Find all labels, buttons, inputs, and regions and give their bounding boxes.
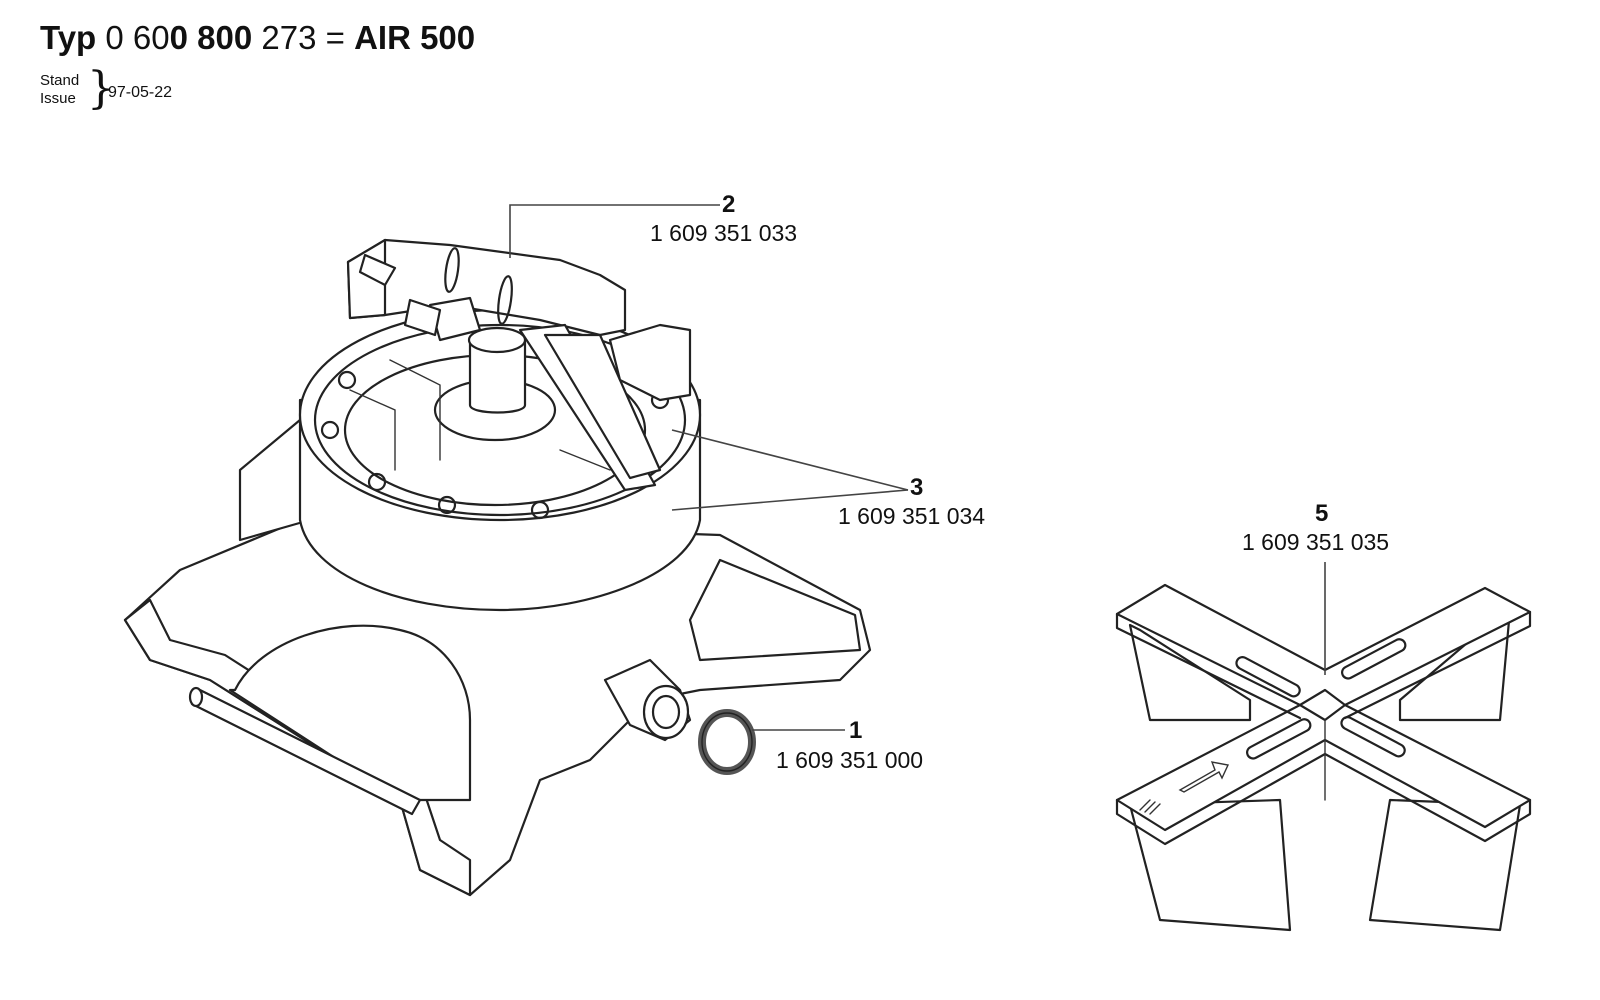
type-number-c: 273 = bbox=[261, 19, 345, 56]
seal-ring-illustration bbox=[698, 709, 756, 775]
issue-label: Issue bbox=[40, 89, 76, 107]
leader-lines bbox=[509, 204, 1326, 731]
typ-label: Typ bbox=[40, 19, 97, 56]
callout-part-1: 1 1 609 351 000 bbox=[776, 717, 923, 773]
callout-number: 2 bbox=[722, 191, 735, 218]
callout-part-5: 5 1 609 351 035 bbox=[1242, 500, 1389, 555]
cross-base-illustration bbox=[1115, 583, 1532, 932]
callout-part-2: 2 1 609 351 033 bbox=[650, 191, 797, 246]
part-number: 1 609 351 034 bbox=[838, 503, 985, 529]
callout-number: 3 bbox=[910, 474, 923, 501]
part-number: 1 609 351 033 bbox=[650, 220, 797, 246]
sprinkler-base-illustration bbox=[123, 308, 872, 897]
part-number: 1 609 351 000 bbox=[776, 747, 923, 773]
issue-info: Stand Issue } 97-05-22 bbox=[40, 66, 475, 116]
issue-labels: Stand Issue bbox=[40, 72, 79, 108]
brace-icon: } bbox=[87, 62, 115, 114]
type-number-b: 0 800 bbox=[169, 19, 253, 56]
drawing-header: Typ 0 600 800 273 = AIR 500 Stand Issue … bbox=[40, 18, 475, 116]
callout-number: 5 bbox=[1315, 500, 1328, 527]
product-name: AIR 500 bbox=[354, 19, 476, 56]
issue-date: 97-05-22 bbox=[108, 83, 173, 101]
nozzle-arm-illustration bbox=[346, 238, 692, 492]
stand-label: Stand bbox=[40, 71, 80, 89]
page-title: Typ 0 600 800 273 = AIR 500 bbox=[40, 18, 475, 58]
type-number-a: 0 60 bbox=[105, 19, 170, 56]
callout-number: 1 bbox=[849, 717, 862, 744]
callout-part-3: 3 1 609 351 034 bbox=[838, 474, 985, 529]
part-number: 1 609 351 035 bbox=[1242, 529, 1389, 555]
